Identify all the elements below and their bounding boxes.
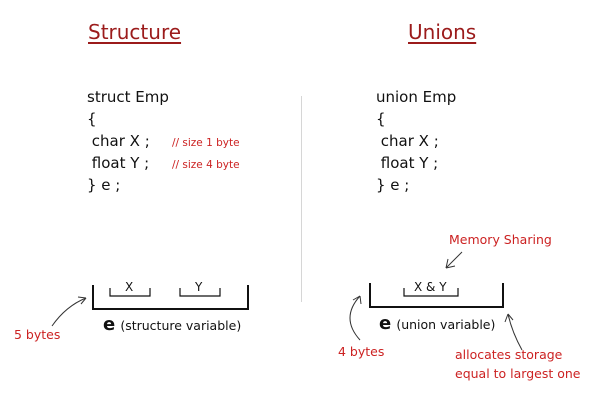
union-variable-caption: e (union variable) xyxy=(379,313,495,334)
code-line: } e ; xyxy=(87,176,121,194)
member-x-bracket xyxy=(109,288,151,297)
union-memory-box xyxy=(369,283,504,308)
arrow-4-bytes xyxy=(349,295,361,341)
structure-title: Structure xyxy=(88,20,182,44)
storage-note-line1: allocates storage xyxy=(455,347,563,362)
variable-letter: e xyxy=(103,314,116,335)
member-xy-label: X & Y xyxy=(414,280,447,294)
comment-size-float: // size 4 byte xyxy=(172,159,240,171)
struct-variable-caption: e (structure variable) xyxy=(103,314,241,335)
memory-sharing-note: Memory Sharing xyxy=(449,232,552,247)
member-y-bracket xyxy=(179,288,221,297)
unions-title: Unions xyxy=(408,20,477,44)
code-line: struct Emp xyxy=(87,88,169,106)
variable-desc: (structure variable) xyxy=(120,318,242,333)
union-size-note: 4 bytes xyxy=(338,344,385,359)
comment-size-char: // size 1 byte xyxy=(172,137,240,149)
struct-memory-box xyxy=(92,285,249,310)
code-line: { xyxy=(376,110,386,128)
arrow-storage xyxy=(507,313,523,351)
arrow-memory-sharing xyxy=(445,251,463,269)
code-line: char X ; xyxy=(87,132,150,150)
divider-line xyxy=(301,96,302,302)
member-x-label: X xyxy=(125,280,134,294)
member-y-label: Y xyxy=(195,280,203,294)
code-line: union Emp xyxy=(376,88,457,106)
code-line: { xyxy=(87,110,97,128)
struct-size-note: 5 bytes xyxy=(14,327,61,342)
code-line: float Y ; xyxy=(376,154,439,172)
storage-note-line2: equal to largest one xyxy=(455,366,581,381)
code-line: float Y ; xyxy=(87,154,150,172)
arrow-5-bytes xyxy=(51,297,87,327)
code-line: char X ; xyxy=(376,132,439,150)
variable-desc: (union variable) xyxy=(396,317,496,332)
variable-letter: e xyxy=(379,313,392,334)
code-line: } e ; xyxy=(376,176,410,194)
struct-code-block: struct Emp { char X ; float Y ; } e ; xyxy=(87,86,169,196)
union-code-block: union Emp { char X ; float Y ; } e ; xyxy=(376,86,456,196)
member-xy-bracket xyxy=(403,288,459,297)
